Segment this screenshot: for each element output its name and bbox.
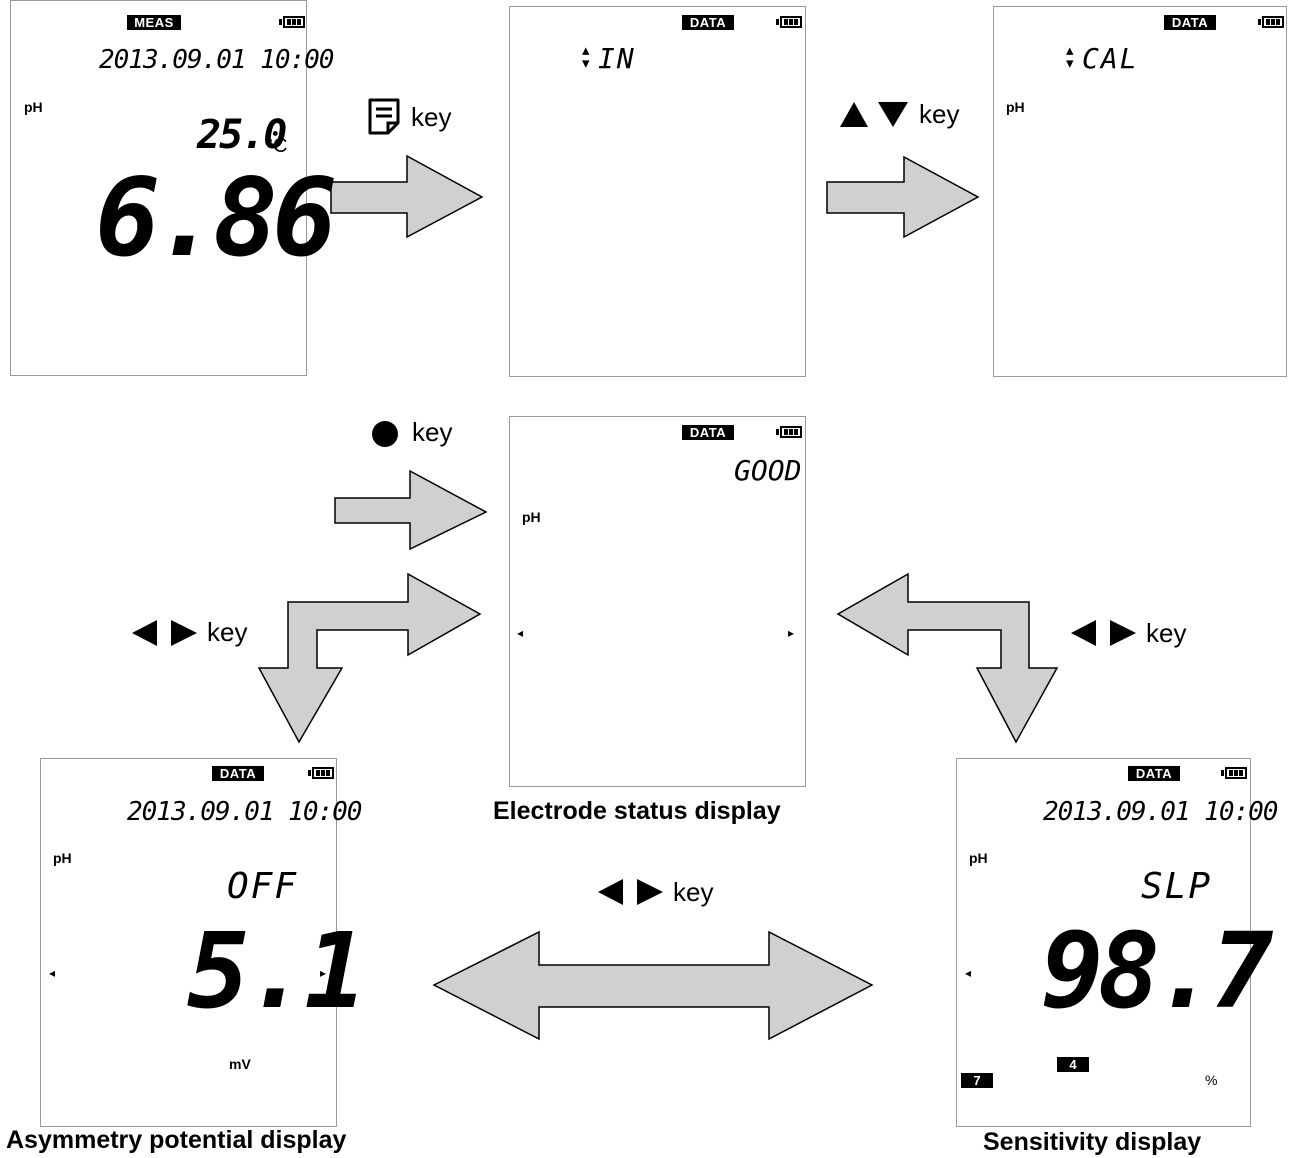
status-value: GOOD	[734, 454, 802, 487]
updown-indicator-icon: ▴▾	[1066, 42, 1074, 72]
in-menu-screen: DATA ▴▾ IN	[509, 6, 806, 377]
left-indicator-icon: ◂	[517, 626, 524, 640]
right-indicator-icon: ▸	[320, 966, 327, 980]
unit-label: pH	[53, 850, 72, 866]
datetime: 2013.09.01 10:00	[99, 45, 334, 75]
data-badge: DATA	[682, 15, 734, 30]
data-badge: DATA	[212, 766, 264, 781]
temperature: 25.0	[197, 112, 287, 158]
right-triangle-icon	[1110, 620, 1136, 646]
arrow-in-to-cal	[826, 155, 980, 239]
asymmetry-value: 5.1	[187, 910, 367, 1032]
menu-item: IN	[598, 42, 636, 75]
arrow-bidirectional	[432, 930, 874, 1041]
measured-value: 6.86	[95, 156, 337, 281]
left-triangle-icon	[1071, 620, 1096, 646]
arrow-key-to-status	[334, 469, 488, 551]
battery-icon	[308, 767, 334, 779]
data-badge: DATA	[1128, 766, 1180, 781]
menu-item: CAL	[1082, 42, 1139, 75]
lr-key-right-text: key	[1146, 618, 1187, 648]
arrow-right-bend	[836, 572, 1059, 744]
updown-key-text: key	[919, 99, 960, 129]
unit: %	[1205, 1072, 1218, 1088]
unit-label: pH	[969, 850, 988, 866]
sensitivity-value: 98.7	[1041, 910, 1273, 1032]
left-right-key-icons	[1071, 620, 1136, 646]
electrode-status-screen: DATA GOOD pH ◂ ▸	[509, 416, 806, 787]
meas-badge: MEAS	[127, 15, 181, 30]
caption-electrode-status: Electrode status display	[493, 797, 781, 825]
down-triangle-icon	[878, 102, 908, 127]
caption-sensitivity: Sensitivity display	[983, 1128, 1202, 1156]
battery-icon	[1221, 767, 1247, 779]
updown-key-icons	[840, 102, 908, 127]
sensitivity-label: SLP	[1141, 866, 1213, 907]
data-key-text: key	[411, 102, 452, 132]
data-badge: DATA	[682, 425, 734, 440]
buffer-tag-7: 7	[961, 1073, 993, 1088]
battery-icon	[279, 16, 305, 28]
document-key-icon	[368, 98, 400, 135]
left-indicator-icon: ◂	[965, 966, 972, 980]
right-triangle-icon	[637, 879, 663, 905]
left-triangle-icon	[132, 620, 157, 646]
arrow-meas-to-in	[330, 154, 484, 239]
right-triangle-icon	[171, 620, 197, 646]
up-triangle-icon	[840, 102, 868, 127]
cal-menu-screen: DATA ▴▾ CAL pH	[993, 6, 1287, 377]
sensitivity-screen: DATA 2013.09.01 10:00 pH SLP 98.7 ◂ ▸ 4 …	[956, 758, 1278, 1127]
caption-asymmetry: Asymmetry potential display	[6, 1126, 347, 1154]
asymmetry-label: OFF	[227, 866, 299, 907]
battery-icon	[776, 16, 802, 28]
left-triangle-icon	[598, 879, 623, 905]
temp-unit: °C	[265, 135, 288, 157]
buffer-tag-4: 4	[1057, 1057, 1089, 1072]
battery-icon	[1258, 16, 1284, 28]
right-indicator-icon: ▸	[1237, 966, 1244, 980]
datetime: 2013.09.01 10:00	[1043, 797, 1278, 827]
arrow-left-bend	[257, 572, 482, 744]
left-indicator-icon: ◂	[49, 966, 56, 980]
datetime: 2013.09.01 10:00	[127, 797, 362, 827]
lr-key-left-text: key	[207, 617, 248, 647]
battery-icon	[776, 426, 802, 438]
measurement-screen: MEAS 2013.09.01 10:00 pH 25.0 °C 6.86	[10, 0, 337, 376]
unit-label: pH	[1006, 99, 1025, 115]
unit-label: pH	[522, 509, 541, 525]
circle-key-text: key	[412, 417, 453, 447]
data-badge: DATA	[1164, 15, 1216, 30]
lr-key-bottom-text: key	[673, 877, 714, 907]
updown-indicator-icon: ▴▾	[582, 42, 590, 72]
filled-circle-icon	[372, 421, 398, 447]
right-indicator-icon: ▸	[788, 626, 795, 640]
unit: mV	[229, 1056, 251, 1072]
left-right-key-icons	[132, 620, 197, 646]
asymmetry-potential-screen: DATA 2013.09.01 10:00 pH OFF 5.1 ◂ ▸ mV	[40, 758, 367, 1127]
left-right-key-icons	[598, 879, 663, 905]
unit-label: pH	[24, 99, 43, 115]
